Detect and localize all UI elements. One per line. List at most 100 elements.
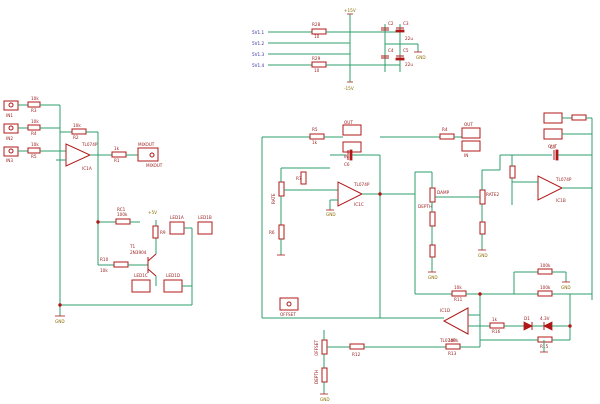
input-section: IN1 IN2 IN3 10k R3 10k R4 10k R5 10k R2 …	[3, 96, 213, 324]
transistor	[147, 253, 157, 262]
jack-label: IN	[344, 154, 348, 159]
ground-label: GND	[416, 55, 426, 60]
pot-label: OFFSET	[314, 340, 319, 356]
ground-label: GND	[320, 397, 330, 402]
junction	[58, 303, 62, 307]
ref-label: R6	[269, 230, 275, 235]
capacitor	[349, 149, 353, 161]
resistor	[349, 343, 365, 350]
led-label: LED1A	[170, 215, 184, 220]
part-label: TL074P	[555, 177, 572, 182]
pot-label: DEPTH	[418, 204, 432, 209]
ground-label: GND	[428, 275, 438, 280]
jack-label: IN3	[6, 158, 13, 163]
resistor	[27, 101, 41, 108]
ref-label: R11	[454, 297, 463, 302]
output-jack[interactable]	[543, 112, 563, 124]
ref-label: R5	[31, 154, 37, 159]
potentiometer[interactable]	[321, 339, 328, 355]
value-label: 1k	[114, 146, 120, 151]
resistor	[278, 224, 285, 240]
led	[169, 221, 185, 235]
ref-label: R1	[114, 158, 120, 163]
value-label: 1k	[492, 317, 498, 322]
ref-label: IC1A	[82, 166, 92, 171]
jack-icon	[149, 152, 155, 158]
jack-label: MIXOUT	[138, 142, 155, 147]
ref-label: IC1B	[556, 198, 566, 203]
output-jack[interactable]	[461, 127, 481, 139]
resistor	[509, 165, 516, 179]
resistor	[27, 124, 41, 131]
switch[interactable]	[342, 124, 362, 136]
ref-label: R3	[31, 108, 37, 113]
jack-icon	[286, 301, 292, 307]
ground-label: GND	[55, 319, 65, 324]
ref-label: R10	[100, 257, 109, 262]
ref-label: C4	[388, 48, 394, 53]
filter-section: R5 1k OUT IN C6 RATE R6 R7 TL074P IC1C G…	[261, 112, 593, 402]
jack-label: MIXOUT	[146, 163, 163, 168]
part-label: TL074P	[81, 142, 98, 147]
potentiometer[interactable]	[278, 181, 285, 197]
value-label: 10k	[73, 123, 81, 128]
input-jack[interactable]	[543, 128, 563, 140]
ground-label: GND	[478, 253, 488, 258]
part-label: 2N3904	[130, 250, 147, 255]
ref-label: R5	[312, 127, 318, 132]
value-label: 10k	[100, 268, 108, 273]
led-label: LED1C	[134, 273, 148, 278]
potentiometer[interactable]	[429, 211, 436, 227]
trimmer[interactable]	[115, 218, 131, 225]
resistor	[479, 221, 486, 235]
pot-label: RATE	[271, 193, 276, 204]
value-label: 10k	[31, 96, 39, 101]
value-label: 100k	[117, 212, 128, 217]
ref-label: D1	[524, 316, 530, 321]
led-label: LED1D	[166, 273, 180, 278]
ref-label: R16	[492, 329, 501, 334]
ground-label: GND	[326, 212, 336, 217]
resistor	[111, 151, 127, 158]
ref-label: R7	[296, 176, 302, 181]
jack-label: IN2	[6, 136, 13, 141]
ref-label: C5	[403, 48, 409, 53]
ref-label: R2	[73, 135, 79, 140]
part-label: TL074P	[353, 182, 370, 187]
junction	[378, 192, 382, 196]
jack-label: OUT	[344, 120, 353, 125]
input-jack[interactable]	[461, 140, 481, 152]
resistor	[537, 268, 553, 275]
resistor	[152, 225, 159, 239]
power-label: +5V	[148, 210, 157, 215]
net-label: 5V1.2	[252, 41, 265, 46]
mixout-jack[interactable]	[137, 147, 159, 162]
resistor	[445, 343, 461, 350]
value-label: 10k	[454, 285, 462, 290]
pot-label: DAMP	[437, 190, 450, 195]
capacitor	[395, 29, 405, 33]
potentiometer[interactable]	[479, 189, 486, 205]
led	[163, 279, 183, 293]
resistor	[71, 128, 87, 135]
led	[197, 221, 213, 235]
net-label: 5V1.3	[252, 52, 265, 57]
resistor	[309, 133, 325, 140]
ref-label: RC1	[117, 207, 126, 212]
junction	[96, 220, 100, 224]
ref-label: C7	[550, 145, 556, 150]
resistor	[439, 133, 455, 140]
junction	[478, 292, 482, 296]
ref-label: R12	[352, 352, 361, 357]
ref-label: IC1C	[354, 202, 364, 207]
potentiometer[interactable]	[321, 367, 328, 383]
potentiometer[interactable]	[429, 187, 436, 203]
resistor	[113, 261, 129, 268]
value-label: 22u	[405, 36, 413, 41]
opamp-symbol	[537, 175, 564, 201]
resistor	[27, 147, 41, 154]
ground-label: GND	[561, 285, 571, 290]
power-section: 5V1.1 5V1.2 5V1.3 5V1.4 R28 10 R29 10 +1…	[252, 8, 426, 91]
ref-label: IC1D	[440, 308, 450, 313]
